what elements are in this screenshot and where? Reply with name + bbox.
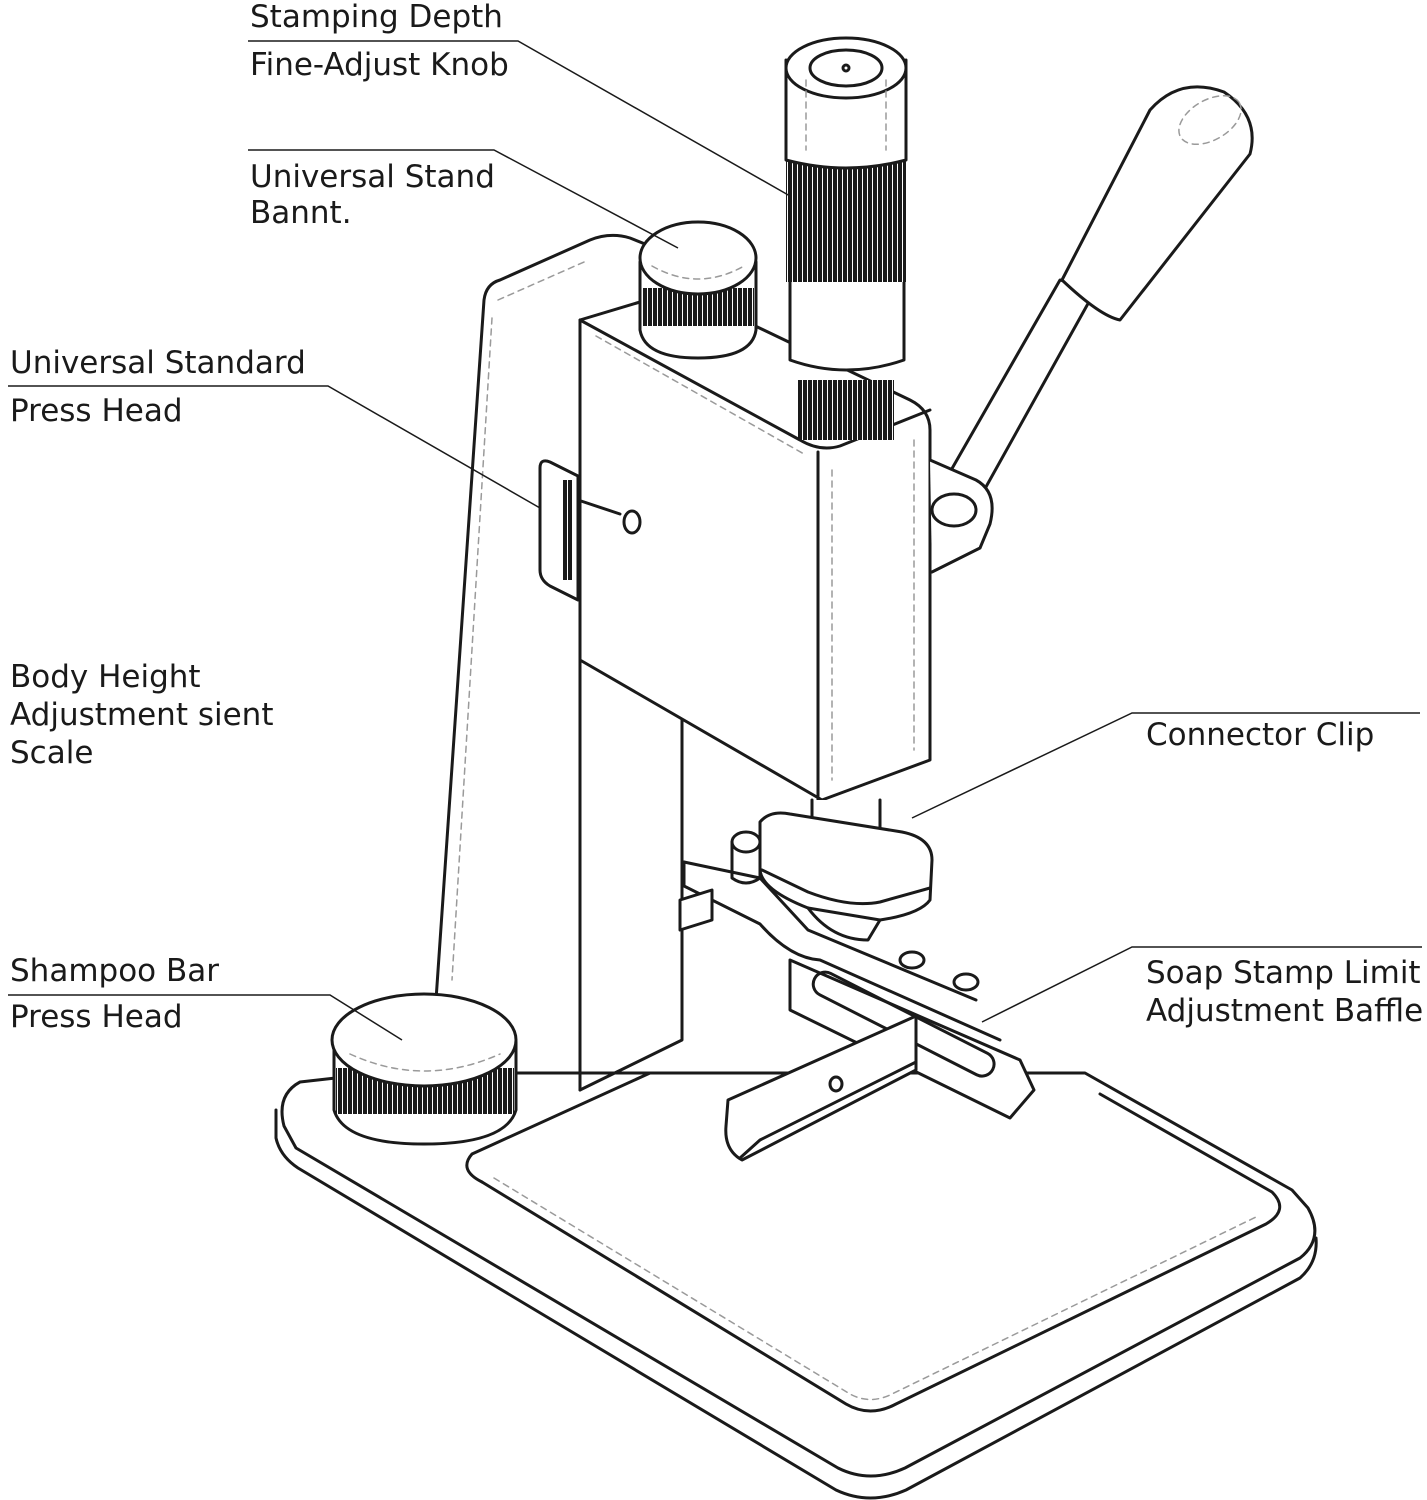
- leader-stamping-depth: [248, 40, 791, 197]
- universal-stand-knob: [638, 220, 758, 360]
- leader-universal-stand: [248, 149, 679, 249]
- label-body-height-line2: Adjustment sient: [10, 697, 274, 733]
- label-soap-stamp-line1: Soap Stamp Limit: [1146, 955, 1421, 991]
- label-universal-stand-line2: Bannt.: [250, 195, 352, 231]
- leader-universal-press-head: [8, 385, 541, 509]
- label-body-height-line1: Body Height: [10, 659, 201, 695]
- lever-handle: [928, 85, 1254, 574]
- label-soap-stamp-line2: Adjustment Baffle: [1146, 993, 1424, 1029]
- height-scale: [538, 459, 642, 602]
- label-universal-press-head-line2: Press Head: [10, 393, 183, 429]
- label-stamping-depth-line2: Fine-Adjust Knob: [250, 47, 509, 83]
- depth-spindle: [784, 36, 908, 440]
- label-connector-clip: Connector Clip: [1146, 717, 1375, 753]
- label-universal-press-head-line1: Universal Standard: [10, 345, 306, 381]
- label-universal-stand-line1: Universal Stand: [250, 159, 495, 195]
- connector-clip: [730, 798, 934, 942]
- leader-lines: [8, 40, 1422, 1041]
- label-body-height-line3: Scale: [10, 735, 94, 771]
- shampoo-bar-knob: [330, 992, 518, 1146]
- base-plate: [274, 1071, 1318, 1500]
- leader-connector-clip: [911, 712, 1420, 819]
- label-shampoo-bar-line1: Shampoo Bar: [10, 953, 219, 989]
- leader-shampoo-bar: [8, 994, 403, 1041]
- label-stamping-depth-line1: Stamping Depth: [250, 0, 503, 35]
- leader-soap-stamp: [981, 946, 1422, 1023]
- limit-baffle: [678, 860, 1036, 1162]
- label-shampoo-bar-line2: Press Head: [10, 999, 183, 1035]
